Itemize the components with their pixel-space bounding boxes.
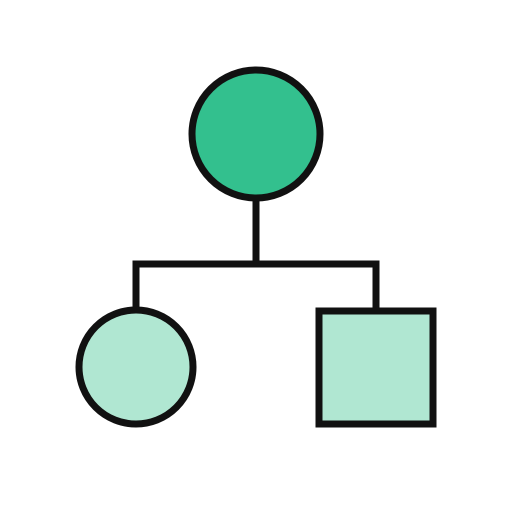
- parent-circle-node: [188, 66, 324, 202]
- child-square-node: [315, 307, 437, 428]
- child-circle-node: [75, 306, 197, 428]
